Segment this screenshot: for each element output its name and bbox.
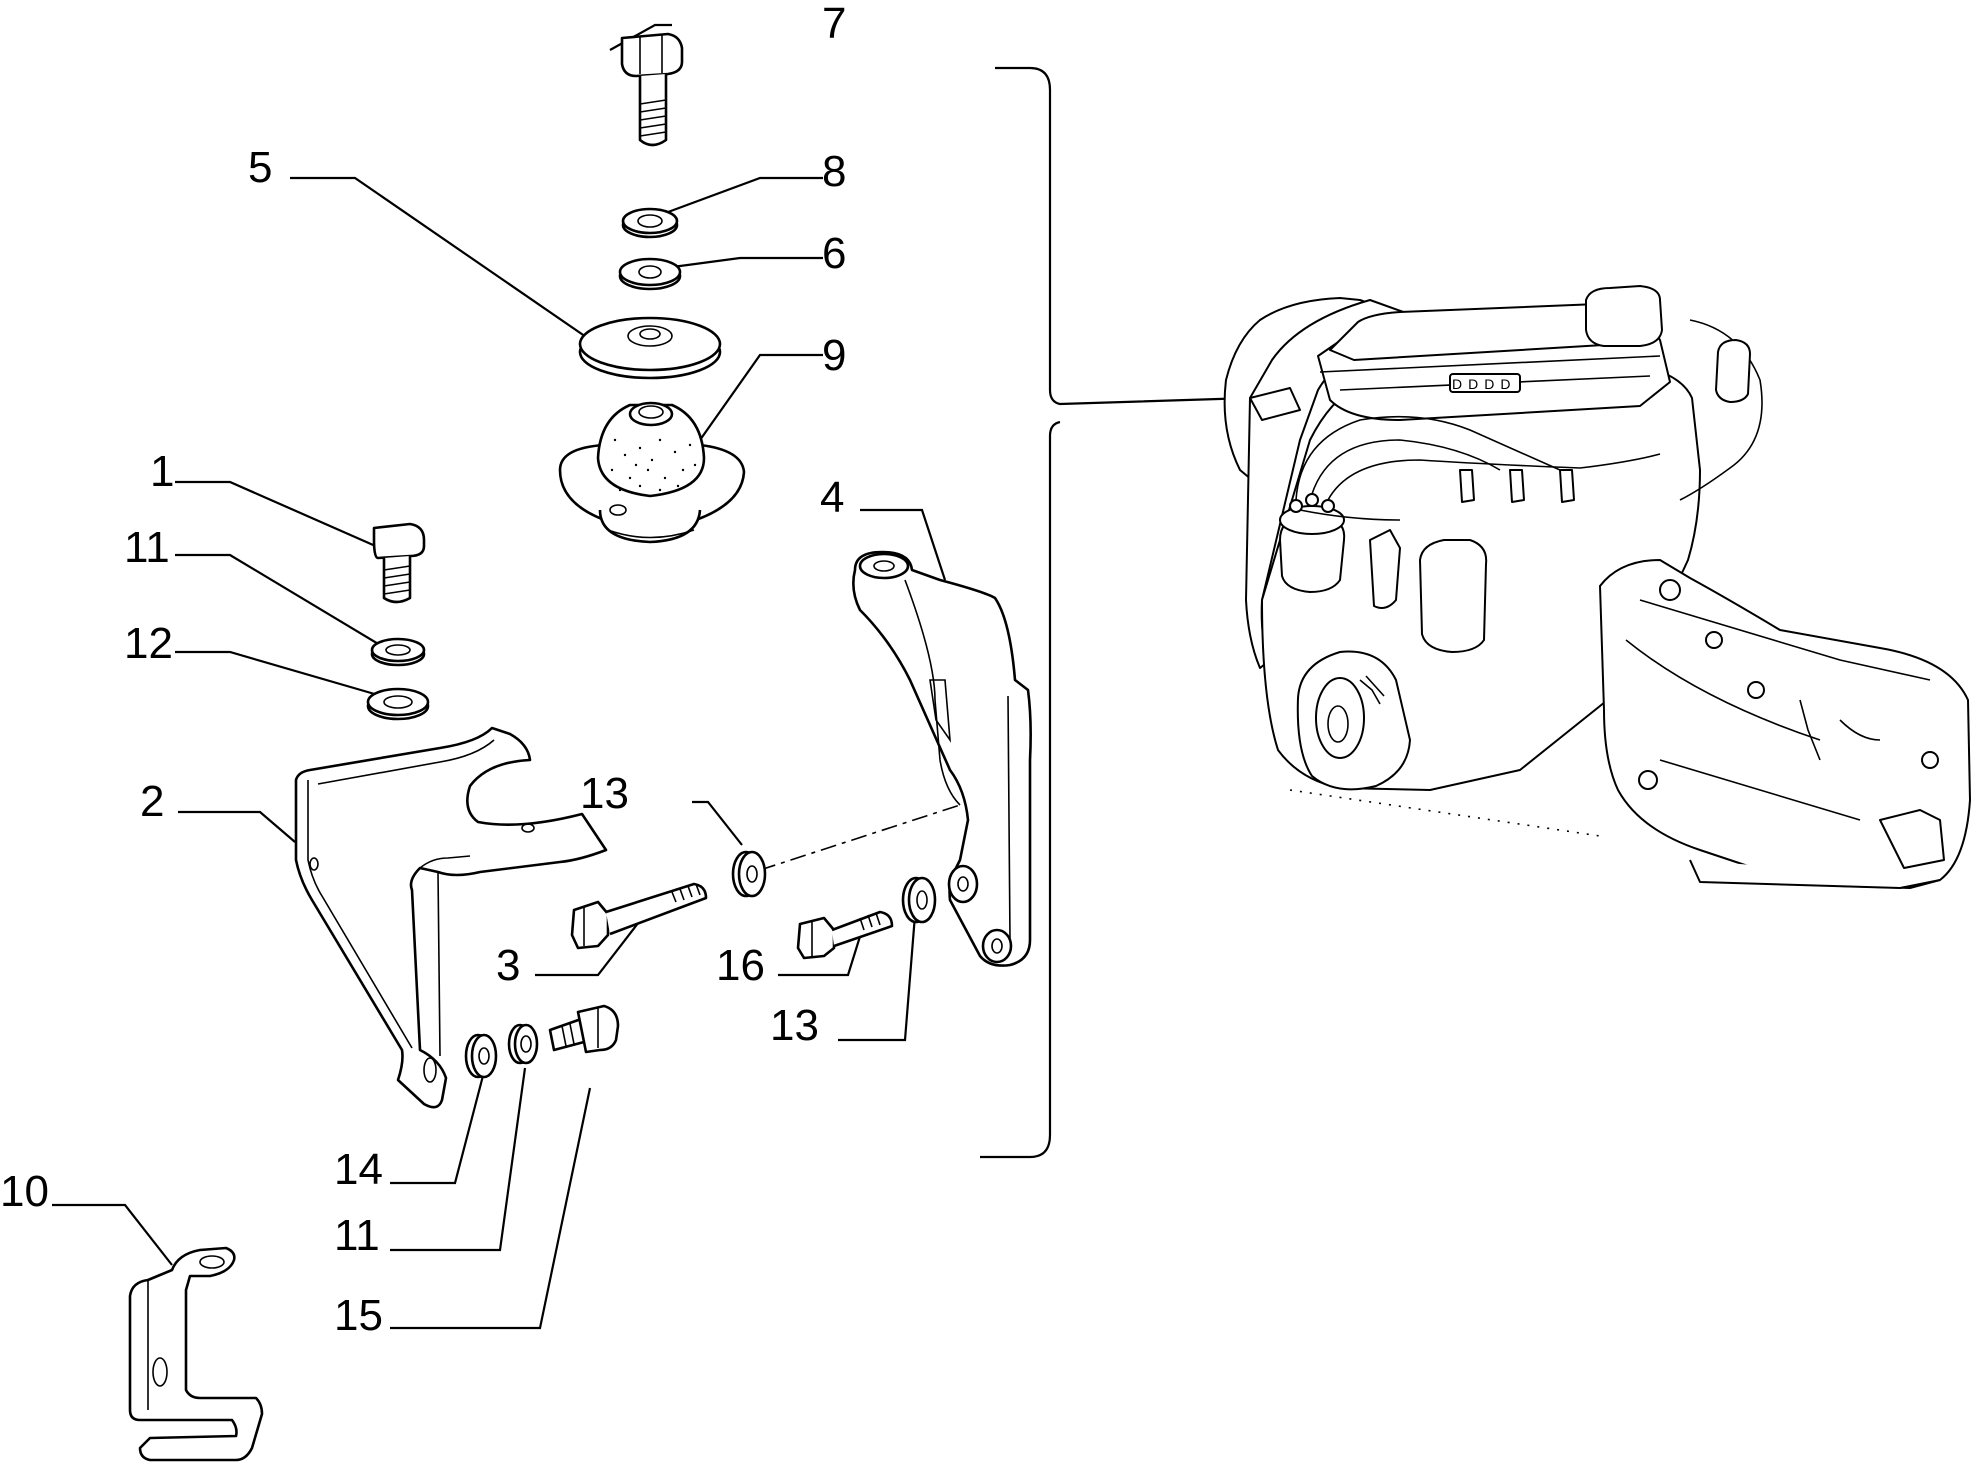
bolt-1 (372, 522, 426, 604)
bracket-10 (128, 1246, 264, 1462)
callout-11-upper: 11 (124, 523, 170, 572)
callout-13-upper: 13 (580, 769, 629, 818)
bolt-15 (548, 1004, 620, 1054)
engine-arm-4 (852, 550, 1032, 967)
spring-washer-8 (621, 207, 679, 239)
rubber-mount-9 (558, 401, 746, 544)
callout-3: 3 (496, 941, 520, 990)
engine-assembly-illustration: DDDD (1223, 285, 1971, 889)
callout-2: 2 (140, 777, 164, 826)
washer-6 (618, 257, 682, 291)
callout-8: 8 (822, 147, 846, 196)
callout-10: 10 (0, 1167, 49, 1216)
washer-13-upper (731, 850, 767, 898)
callout-1: 1 (150, 447, 174, 496)
callout-7: 7 (822, 0, 846, 48)
washer-12 (366, 687, 430, 721)
engine-badge-text: DDDD (1452, 376, 1516, 392)
callout-15: 15 (334, 1291, 383, 1340)
callout-14: 14 (334, 1145, 383, 1194)
callout-6: 6 (822, 229, 846, 278)
callout-9: 9 (822, 331, 846, 380)
callout-13-lower: 13 (770, 1001, 819, 1050)
callout-4: 4 (820, 473, 844, 522)
assembly-bracket (980, 66, 1251, 1159)
bracket-2 (294, 726, 608, 1109)
callout-12: 12 (124, 619, 173, 668)
bolt-3 (570, 882, 708, 950)
bolt-7 (620, 32, 684, 147)
spring-washer-11-top (370, 637, 426, 667)
callout-5: 5 (248, 143, 272, 192)
washer-13-lower (901, 876, 937, 924)
washer-14 (464, 1033, 498, 1079)
spring-washer-11-lower (507, 1023, 539, 1065)
callout-16: 16 (716, 941, 765, 990)
bolt-16 (796, 910, 894, 960)
leader-lines (52, 23, 961, 1330)
callout-11-lower: 11 (334, 1211, 380, 1260)
disc-5 (578, 316, 722, 380)
callout-labels: 7 8 6 5 9 1 11 12 4 2 13 3 16 13 14 11 1… (0, 0, 846, 1340)
